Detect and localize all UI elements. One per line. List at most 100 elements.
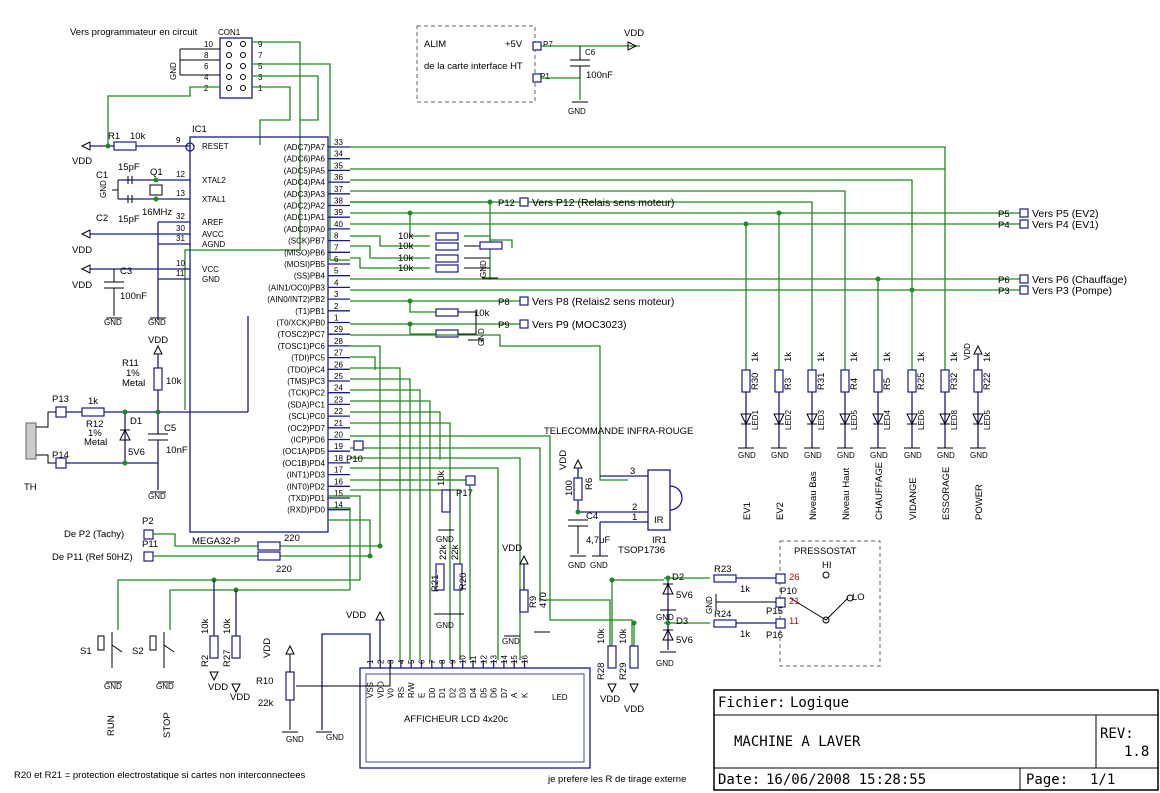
r6-value: 100 — [564, 480, 575, 496]
d1-value: 5V6 — [128, 447, 145, 458]
mcu-refdes: IC1 — [192, 124, 207, 135]
mcu-pin-name: AREF — [202, 218, 223, 227]
vdd-vcc: VDD — [72, 280, 92, 291]
press-pin11: 11 — [789, 616, 799, 627]
r11-label: R11 — [122, 358, 139, 369]
led-function-label: CHAUFFAGE — [874, 462, 885, 520]
mcu-pin-name: (ADC7)PA7 — [284, 143, 326, 152]
mcu-pin-num: 37 — [334, 185, 343, 194]
r27-value: 10k — [222, 618, 233, 634]
date-label: Date: — [718, 772, 760, 788]
r20-body — [453, 563, 463, 591]
alim-box — [416, 25, 536, 103]
d3-value: 5V6 — [676, 635, 693, 646]
con1-label: CON1 — [218, 28, 241, 37]
r27-body — [231, 635, 241, 659]
mcu-pin-name: (TCK)PC2 — [288, 389, 325, 398]
vdd-r9: VDD — [502, 543, 522, 554]
s1-label: S1 — [80, 646, 92, 657]
r28-label: R28 — [596, 663, 607, 680]
th-label: TH — [24, 482, 37, 493]
mcu-pin-num: 12 — [176, 170, 185, 179]
mcu-pin-name: (T1)PB1 — [295, 307, 325, 316]
mcu-pin-num: 6 — [334, 255, 339, 264]
r12-body — [81, 407, 105, 417]
c1-value: 15pF — [118, 162, 140, 173]
lcd-pin-num: 3 — [387, 659, 396, 664]
lcd-pin-num: 1 — [366, 659, 375, 664]
p1-label: P1 — [540, 72, 550, 81]
out-label: Vers P3 (Pompe) — [1032, 285, 1112, 297]
con1-pin-right: 1 — [258, 84, 263, 93]
mcu-pin-num: 2 — [334, 302, 339, 311]
p17-label: P17 — [456, 488, 473, 499]
out-pad — [519, 319, 529, 329]
r-pb1-body — [435, 308, 459, 317]
alim-subtitle: de la carte interface HT — [424, 61, 523, 72]
pad-p2 — [143, 529, 154, 540]
led-r-value: 1k — [783, 352, 794, 362]
mcu-pin-num: 8 — [334, 232, 339, 241]
p10-label: P10 — [780, 586, 797, 597]
vdd-r27: VDD — [230, 692, 250, 703]
mcu-pin-name: (OC2)PD7 — [288, 424, 326, 433]
led-label: LED1 — [751, 409, 760, 430]
gnd-d3: GND — [656, 659, 674, 668]
con1-pin-dot — [226, 85, 232, 91]
out-pad — [1019, 219, 1029, 229]
mcu-pin-name: (OC1A)PD5 — [282, 447, 325, 456]
led-r-label: R31 — [816, 373, 827, 390]
gnd-r10: GND — [286, 735, 304, 744]
mcu-pin-num: 32 — [176, 212, 185, 221]
page-label: Page: — [1026, 772, 1068, 788]
title-frame — [713, 689, 1159, 791]
date-value: 16/06/2008 15:28:55 — [766, 772, 926, 788]
rnet-resistor — [435, 254, 459, 263]
mcu-pin-num: 4 — [334, 278, 339, 287]
led-label: LED6 — [917, 409, 926, 430]
c2-value: 15pF — [118, 214, 140, 225]
lcd-pin-num: 13 — [490, 655, 499, 664]
mcu-pin-num: 11 — [176, 269, 185, 278]
out-label: Vers P8 (Relais2 sens moteur) — [532, 296, 674, 308]
con1-pin-right: 9 — [258, 40, 263, 49]
mcu-pin-name: (TOSC1)PC6 — [278, 342, 326, 351]
press-pin21: 21 — [789, 596, 800, 607]
led-r-label: R32 — [949, 373, 960, 390]
vdd-r11: VDD — [148, 335, 168, 346]
lcd-pin-name: D3 — [459, 687, 468, 698]
con1-pin-dot — [226, 63, 232, 69]
press-hi: HI — [822, 560, 832, 571]
con1-pin-left: 10 — [204, 40, 213, 49]
r-pb0-body — [435, 329, 459, 338]
pad-p11 — [143, 551, 154, 562]
mcu-pin-num: 1 — [334, 314, 339, 323]
led-indicators: R301kLED1GNDEV1R31kLED2GNDEV2R311kLED3GN… — [738, 343, 993, 520]
led-icon — [740, 413, 752, 426]
r23-body — [713, 574, 737, 583]
led-function-label: EV1 — [742, 502, 753, 520]
lcd-module: AFFICHEUR LCD 4x20c LED 1VSS2VDD3V04RS5R… — [256, 610, 591, 769]
ir1-label: IR1 — [652, 535, 667, 546]
led-r-label: R25 — [916, 373, 927, 390]
led-r-label: R22 — [982, 373, 993, 390]
d2-label: D2 — [672, 572, 684, 583]
pad-p10 — [775, 573, 786, 584]
out-label: Vers P4 (EV1) — [1032, 219, 1099, 231]
mcu-pin-num: 34 — [334, 150, 343, 159]
r10-body — [285, 671, 295, 701]
rnet-value: 10k — [398, 253, 414, 264]
gnd-c4: GND — [568, 561, 586, 570]
r23-label: R23 — [714, 564, 731, 575]
mcu-pin-name: (TMS)PC3 — [287, 377, 325, 386]
pad-p16 — [775, 618, 786, 629]
lcd-pin-num: 8 — [438, 659, 447, 664]
gnd-rnet: GND — [479, 260, 488, 278]
mcu-pin-name: (SDA)PC1 — [288, 400, 326, 409]
vdd-r29: VDD — [624, 704, 644, 715]
led-r-value: 1k — [816, 352, 827, 362]
r1-body — [113, 141, 137, 151]
mcu-pin-name: VCC — [202, 265, 219, 274]
out-pad — [519, 197, 529, 207]
